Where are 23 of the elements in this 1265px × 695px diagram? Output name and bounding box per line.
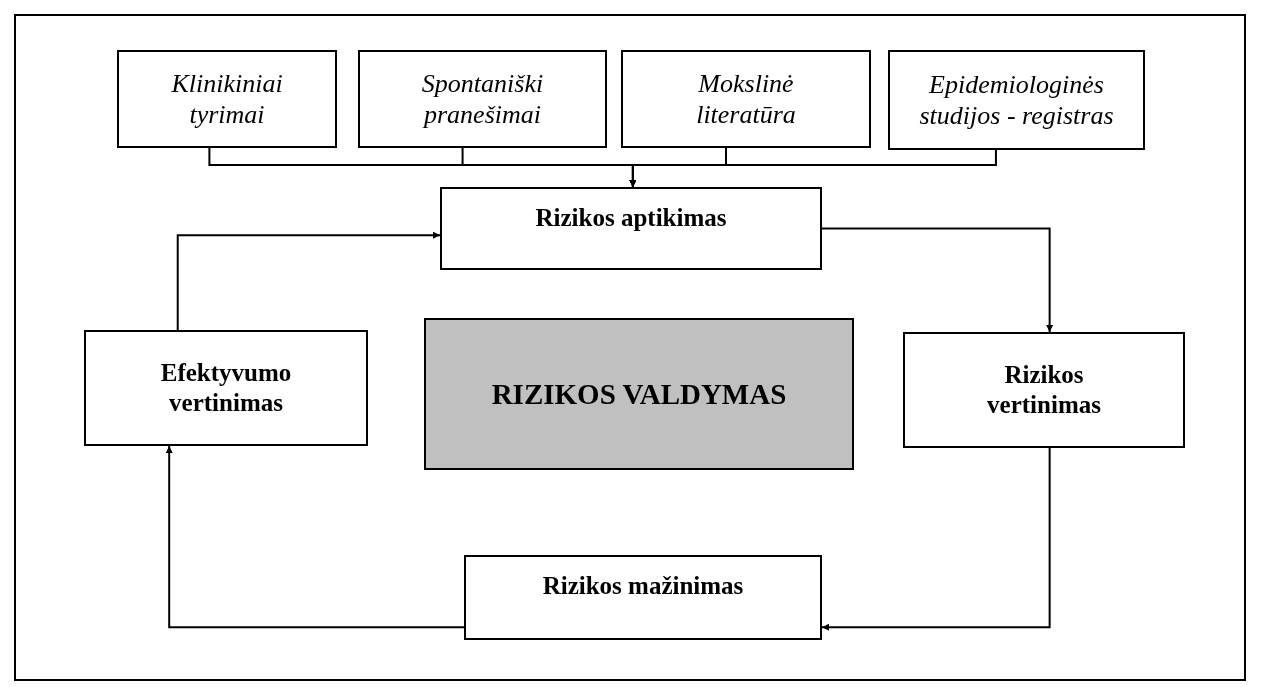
- node-label: Mokslinė literatūra: [695, 67, 797, 131]
- node-label: Rizikos mažinimas: [541, 571, 745, 601]
- title-box: [424, 318, 854, 470]
- node-label: RIZIKOS VALDYMAS: [490, 376, 788, 412]
- arrow: [821, 227, 1054, 333]
- process-box: [464, 555, 822, 640]
- arrow: [629, 149, 997, 188]
- source-box: [888, 50, 1145, 150]
- source-box: [621, 50, 871, 148]
- arrow: [821, 447, 1051, 631]
- node-label: Rizikos aptikimas: [534, 203, 728, 233]
- node-label: Rizikos vertinimas: [986, 360, 1102, 420]
- node-label: Epidemiologinės studijos - registras: [918, 68, 1115, 132]
- arrow: [176, 231, 441, 331]
- arrow: [165, 445, 465, 629]
- node-label: Klinikiniai tyrimai: [170, 67, 284, 131]
- process-box: [903, 332, 1185, 448]
- process-box: [440, 187, 822, 270]
- source-box: [358, 50, 607, 148]
- node-label: Spontaniški pranešimai: [420, 67, 545, 131]
- node-label: Efektyvumo vertinimas: [159, 358, 293, 418]
- source-box: [117, 50, 337, 148]
- process-box: [84, 330, 368, 446]
